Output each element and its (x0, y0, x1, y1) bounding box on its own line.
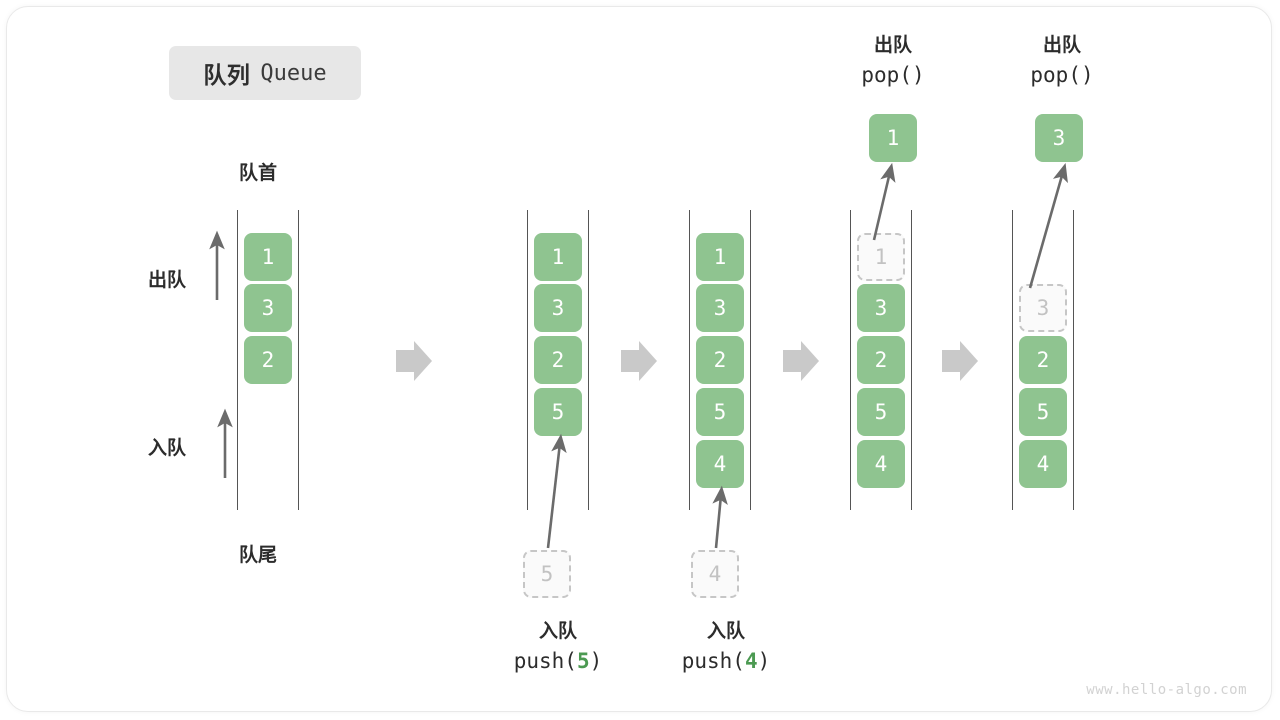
queue-cell-ghost: 1 (857, 233, 905, 281)
pending-push-cell-4: 4 (691, 550, 739, 598)
queue-cell: 2 (244, 336, 292, 384)
label-enqueue: 入队 (148, 438, 187, 459)
queue-cell: 2 (534, 336, 582, 384)
queue-cell: 4 (1019, 440, 1067, 488)
queue-cell: 3 (534, 284, 582, 332)
rail-left (850, 210, 851, 510)
queue-column-initial: 1 3 2 (237, 210, 299, 510)
label-front: 队首 (239, 163, 278, 184)
queue-cell: 5 (857, 388, 905, 436)
caption-pop-3-code: pop() (1030, 62, 1094, 87)
queue-cell: 5 (534, 388, 582, 436)
caption-push-4: 入队 push(4) (646, 618, 806, 676)
rail-left (527, 210, 528, 510)
watermark: www.hello-algo.com (1086, 682, 1247, 698)
queue-cell: 2 (857, 336, 905, 384)
title-badge: 队列 Queue (169, 46, 361, 100)
caption-push-4-cn: 入队 (706, 621, 745, 642)
rail-right (750, 210, 751, 510)
queue-cell: 5 (696, 388, 744, 436)
caption-pop-1: 出队 pop() (813, 32, 973, 90)
queue-column-after-pop-1: 1 3 2 5 4 (850, 210, 912, 510)
queue-column-after-push-5: 1 3 2 5 (527, 210, 589, 510)
queue-cell-ghost: 3 (1019, 284, 1067, 332)
caption-pop-3-cn: 出队 (1042, 35, 1081, 56)
diagram-card (6, 6, 1272, 712)
title-chinese: 队列 (203, 62, 251, 88)
queue-cell: 3 (857, 284, 905, 332)
rail-left (689, 210, 690, 510)
queue-cell: 2 (1019, 336, 1067, 384)
caption-pop-3: 出队 pop() (982, 32, 1142, 90)
caption-push-5-code: push(5) (513, 648, 603, 673)
queue-cell: 3 (696, 284, 744, 332)
queue-column-after-push-4: 1 3 2 5 4 (689, 210, 751, 510)
caption-push-4-code: push(4) (681, 648, 771, 673)
queue-cell: 1 (696, 233, 744, 281)
rail-right (911, 210, 912, 510)
rail-right (588, 210, 589, 510)
rail-right (298, 210, 299, 510)
label-dequeue: 出队 (148, 270, 187, 291)
rail-left (1012, 210, 1013, 510)
caption-pop-1-code: pop() (861, 62, 925, 87)
caption-push-5-cn: 入队 (538, 621, 577, 642)
rail-right (1073, 210, 1074, 510)
label-rear: 队尾 (239, 545, 278, 566)
caption-push-5: 入队 push(5) (478, 618, 638, 676)
popped-cell-1: 1 (869, 114, 917, 162)
pending-push-cell-5: 5 (523, 550, 571, 598)
title-english: Queue (260, 60, 327, 86)
queue-cell: 5 (1019, 388, 1067, 436)
popped-cell-3: 3 (1035, 114, 1083, 162)
queue-cell: 1 (534, 233, 582, 281)
queue-cell: 2 (696, 336, 744, 384)
queue-column-after-pop-3: 3 2 5 4 (1012, 210, 1074, 510)
queue-cell: 4 (857, 440, 905, 488)
caption-pop-1-cn: 出队 (873, 35, 912, 56)
queue-cell: 4 (696, 440, 744, 488)
rail-left (237, 210, 238, 510)
queue-cell: 1 (244, 233, 292, 281)
queue-cell: 3 (244, 284, 292, 332)
